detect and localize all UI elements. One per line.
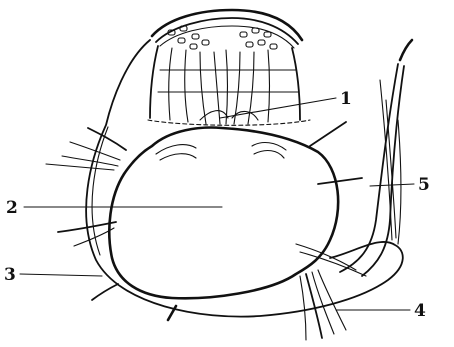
fiber-stalk (340, 40, 412, 276)
cellular-cap (152, 10, 302, 49)
leader-line-3 (20, 274, 102, 276)
label-1: 1 (340, 89, 352, 109)
central-body (109, 128, 338, 299)
label-3: 3 (4, 265, 16, 285)
label-2: 2 (6, 198, 18, 218)
fibrous-columns (148, 46, 310, 125)
label-4: 4 (414, 301, 426, 321)
bottom-fibers (168, 270, 346, 340)
leader-lines (20, 98, 414, 310)
figure-labels: 1 2 3 4 5 (4, 89, 430, 321)
cell-cluster-right (240, 28, 277, 49)
label-5: 5 (418, 175, 430, 195)
